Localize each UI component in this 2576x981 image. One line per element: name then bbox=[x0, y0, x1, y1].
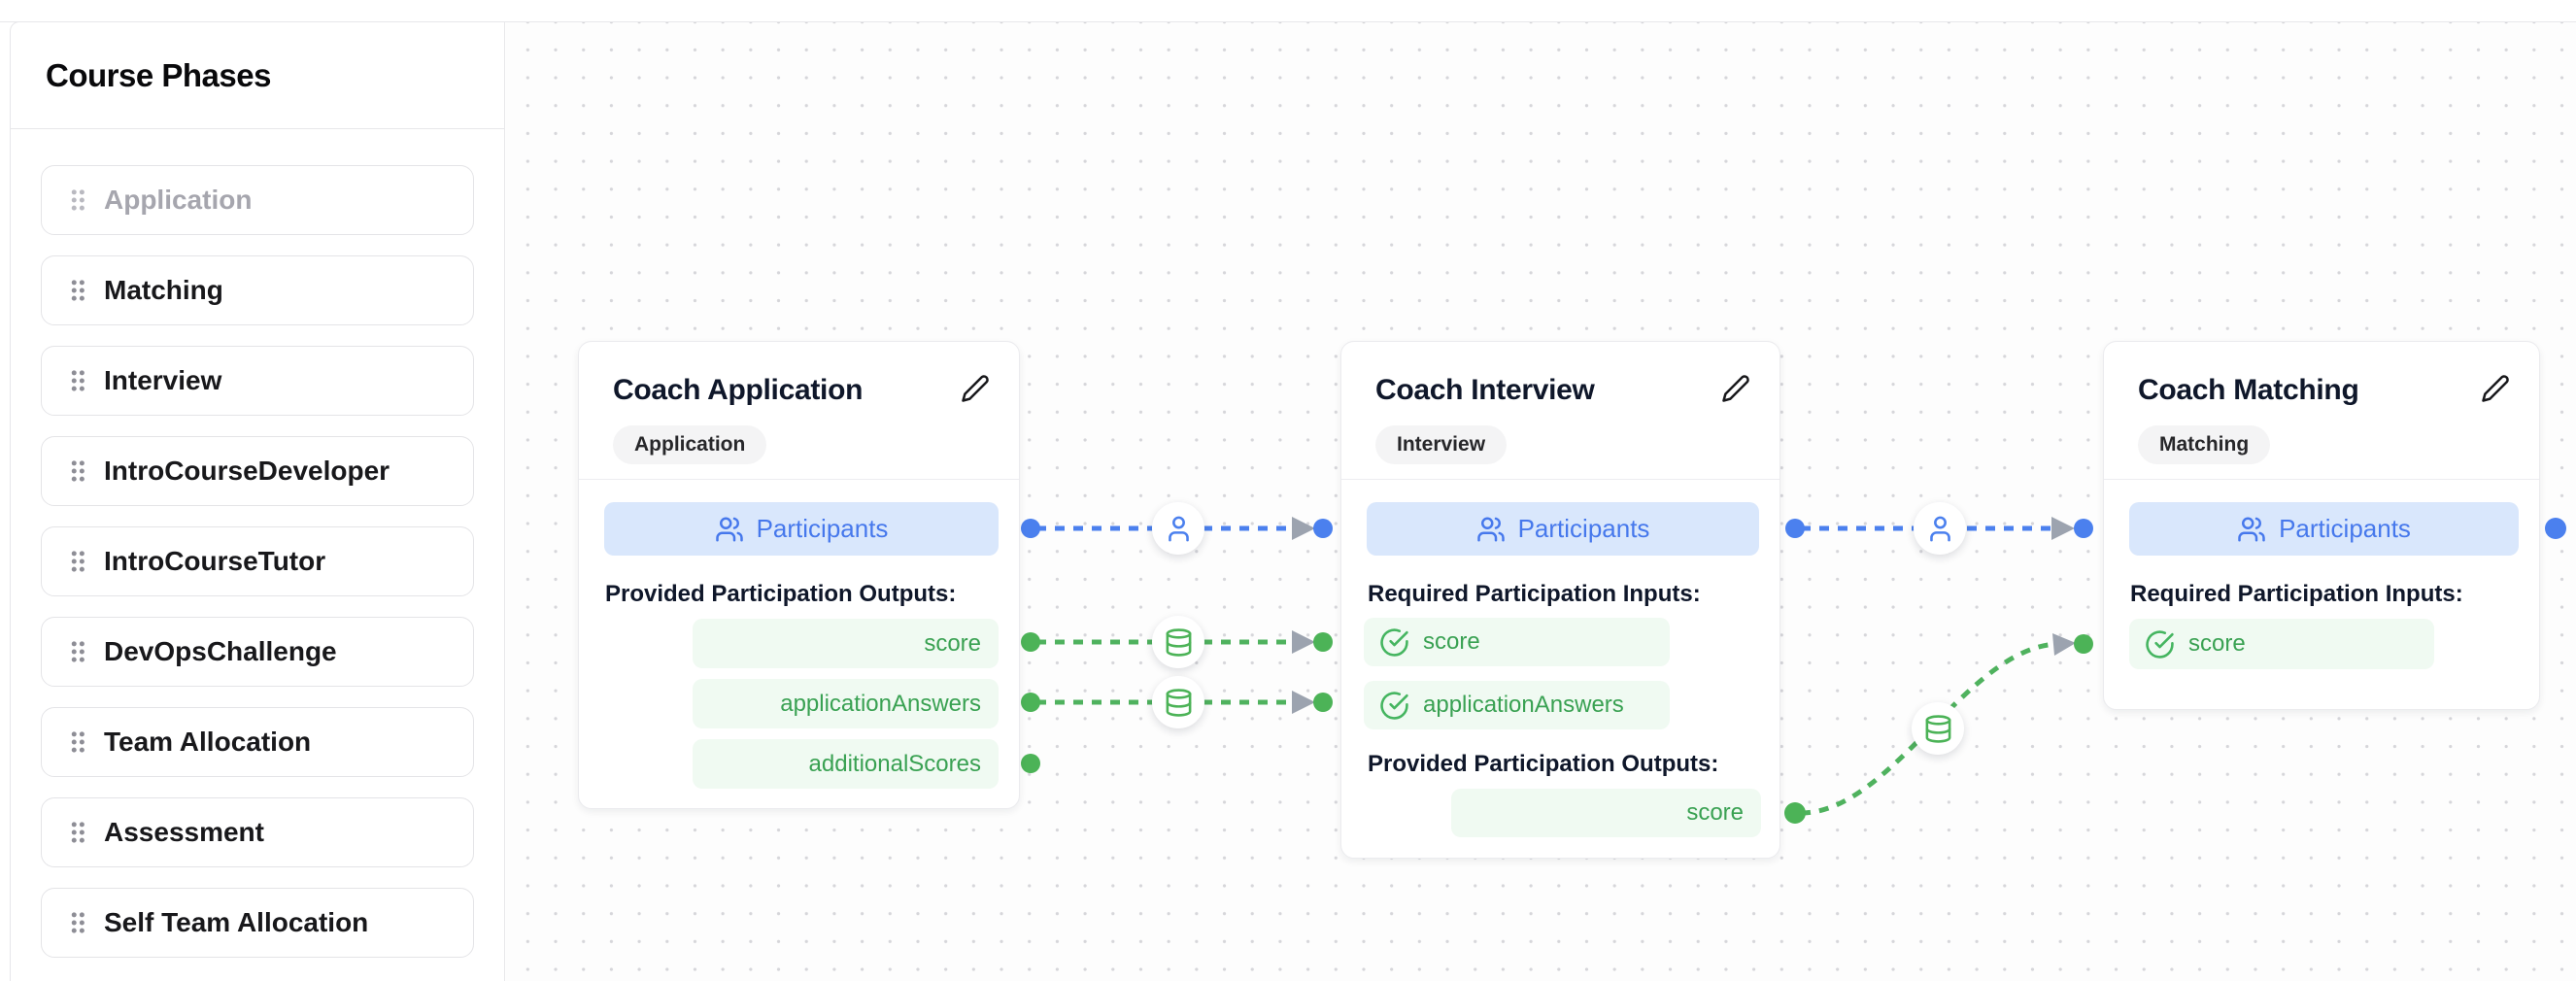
database-icon bbox=[1912, 702, 1964, 755]
pencil-icon[interactable] bbox=[2481, 374, 2510, 403]
check-circle-icon bbox=[1380, 691, 1408, 720]
phase-item-introcoursedeveloper[interactable]: IntroCourseDeveloper bbox=[41, 436, 474, 506]
phase-item-label: Self Team Allocation bbox=[104, 907, 369, 937]
phase-item-interview[interactable]: Interview bbox=[41, 346, 474, 416]
database-icon bbox=[1152, 676, 1204, 728]
phase-item-self-team-allocation[interactable]: Self Team Allocation bbox=[41, 888, 474, 958]
phase-item-devopschallenge[interactable]: DevOpsChallenge bbox=[41, 617, 474, 687]
database-icon bbox=[1152, 616, 1204, 668]
output-label: score bbox=[924, 629, 981, 657]
card-divider bbox=[1341, 479, 1779, 480]
card-title: Coach Matching bbox=[2138, 374, 2359, 406]
phase-item-label: Assessment bbox=[104, 817, 264, 847]
grip-vertical-icon[interactable] bbox=[63, 727, 92, 757]
participants-button[interactable]: Participants bbox=[2129, 502, 2519, 556]
top-strip bbox=[0, 0, 2576, 22]
course-phases-sidebar: Course Phases Application Matching Inter… bbox=[10, 21, 505, 981]
grip-vertical-icon[interactable] bbox=[63, 818, 92, 847]
pencil-icon[interactable] bbox=[961, 374, 990, 403]
phase-type-badge: Matching bbox=[2138, 425, 2271, 464]
grip-vertical-icon[interactable] bbox=[63, 457, 92, 486]
input-pill-score[interactable]: score bbox=[1364, 618, 1670, 666]
outputs-heading: Provided Participation Outputs: bbox=[605, 581, 957, 607]
output-pill-score[interactable]: score bbox=[1451, 789, 1761, 837]
node-card-coach-matching[interactable]: Coach Matching Matching Participants Req… bbox=[2103, 341, 2540, 710]
grip-vertical-icon[interactable] bbox=[63, 276, 92, 305]
phase-item-label: Team Allocation bbox=[104, 727, 312, 757]
participants-label: Participants bbox=[756, 514, 889, 543]
participants-label: Participants bbox=[1517, 514, 1650, 543]
phase-type-badge: Application bbox=[613, 425, 767, 464]
grip-vertical-icon[interactable] bbox=[63, 547, 92, 576]
phase-item-label: Matching bbox=[104, 275, 223, 305]
phase-item-introcoursetutor[interactable]: IntroCourseTutor bbox=[41, 526, 474, 596]
grip-vertical-icon[interactable] bbox=[63, 186, 92, 215]
grip-vertical-icon[interactable] bbox=[63, 908, 92, 937]
card-divider bbox=[2104, 479, 2539, 480]
node-card-coach-interview[interactable]: Coach Interview Interview Participants R… bbox=[1340, 341, 1780, 859]
card-title: Coach Interview bbox=[1375, 374, 1595, 406]
phase-item-matching[interactable]: Matching bbox=[41, 255, 474, 325]
inputs-heading: Required Participation Inputs: bbox=[2130, 581, 2463, 607]
phase-item-team-allocation[interactable]: Team Allocation bbox=[41, 707, 474, 777]
input-pill-applicationanswers[interactable]: applicationAnswers bbox=[1364, 681, 1670, 729]
users-icon bbox=[1476, 517, 1505, 541]
phase-item-label: Interview bbox=[104, 365, 222, 395]
phase-item-label: Application bbox=[104, 185, 253, 215]
user-icon bbox=[1914, 502, 1966, 555]
output-pill-score[interactable]: score bbox=[693, 619, 999, 668]
phase-item-application[interactable]: Application bbox=[41, 165, 474, 235]
output-label: applicationAnswers bbox=[780, 690, 981, 717]
sidebar-title: Course Phases bbox=[46, 56, 271, 93]
users-icon bbox=[715, 517, 743, 541]
card-divider bbox=[579, 479, 1019, 480]
phase-item-label: DevOpsChallenge bbox=[104, 636, 337, 666]
participants-button[interactable]: Participants bbox=[1367, 502, 1759, 556]
grip-vertical-icon[interactable] bbox=[63, 637, 92, 666]
output-pill-applicationanswers[interactable]: applicationAnswers bbox=[693, 679, 999, 728]
participants-label: Participants bbox=[2279, 514, 2411, 543]
workflow-canvas[interactable]: Coach Application Application Participan… bbox=[506, 21, 2576, 981]
input-label: score bbox=[2188, 630, 2246, 657]
input-label: applicationAnswers bbox=[1423, 692, 1624, 718]
phase-item-assessment[interactable]: Assessment bbox=[41, 797, 474, 867]
sidebar-header: Course Phases bbox=[11, 22, 504, 129]
phase-item-label: IntroCourseTutor bbox=[104, 546, 326, 576]
participants-button[interactable]: Participants bbox=[604, 502, 999, 556]
outputs-heading: Provided Participation Outputs: bbox=[1368, 751, 1719, 777]
output-label: additionalScores bbox=[808, 750, 981, 777]
check-circle-icon bbox=[1380, 627, 1408, 657]
check-circle-icon bbox=[2146, 629, 2174, 659]
phase-list: Application Matching Interview IntroCour… bbox=[11, 129, 504, 958]
output-label: score bbox=[1686, 799, 1744, 826]
users-icon bbox=[2238, 517, 2265, 541]
input-pill-score[interactable]: score bbox=[2129, 619, 2434, 669]
pencil-icon[interactable] bbox=[1721, 374, 1750, 403]
card-title: Coach Application bbox=[613, 374, 864, 406]
inputs-heading: Required Participation Inputs: bbox=[1368, 581, 1701, 607]
node-card-coach-application[interactable]: Coach Application Application Participan… bbox=[578, 341, 1020, 809]
user-icon bbox=[1152, 502, 1204, 555]
output-pill-additionalscores[interactable]: additionalScores bbox=[693, 739, 999, 789]
grip-vertical-icon[interactable] bbox=[63, 366, 92, 395]
phase-item-label: IntroCourseDeveloper bbox=[104, 456, 390, 486]
phase-type-badge: Interview bbox=[1375, 425, 1508, 464]
input-label: score bbox=[1423, 628, 1480, 655]
